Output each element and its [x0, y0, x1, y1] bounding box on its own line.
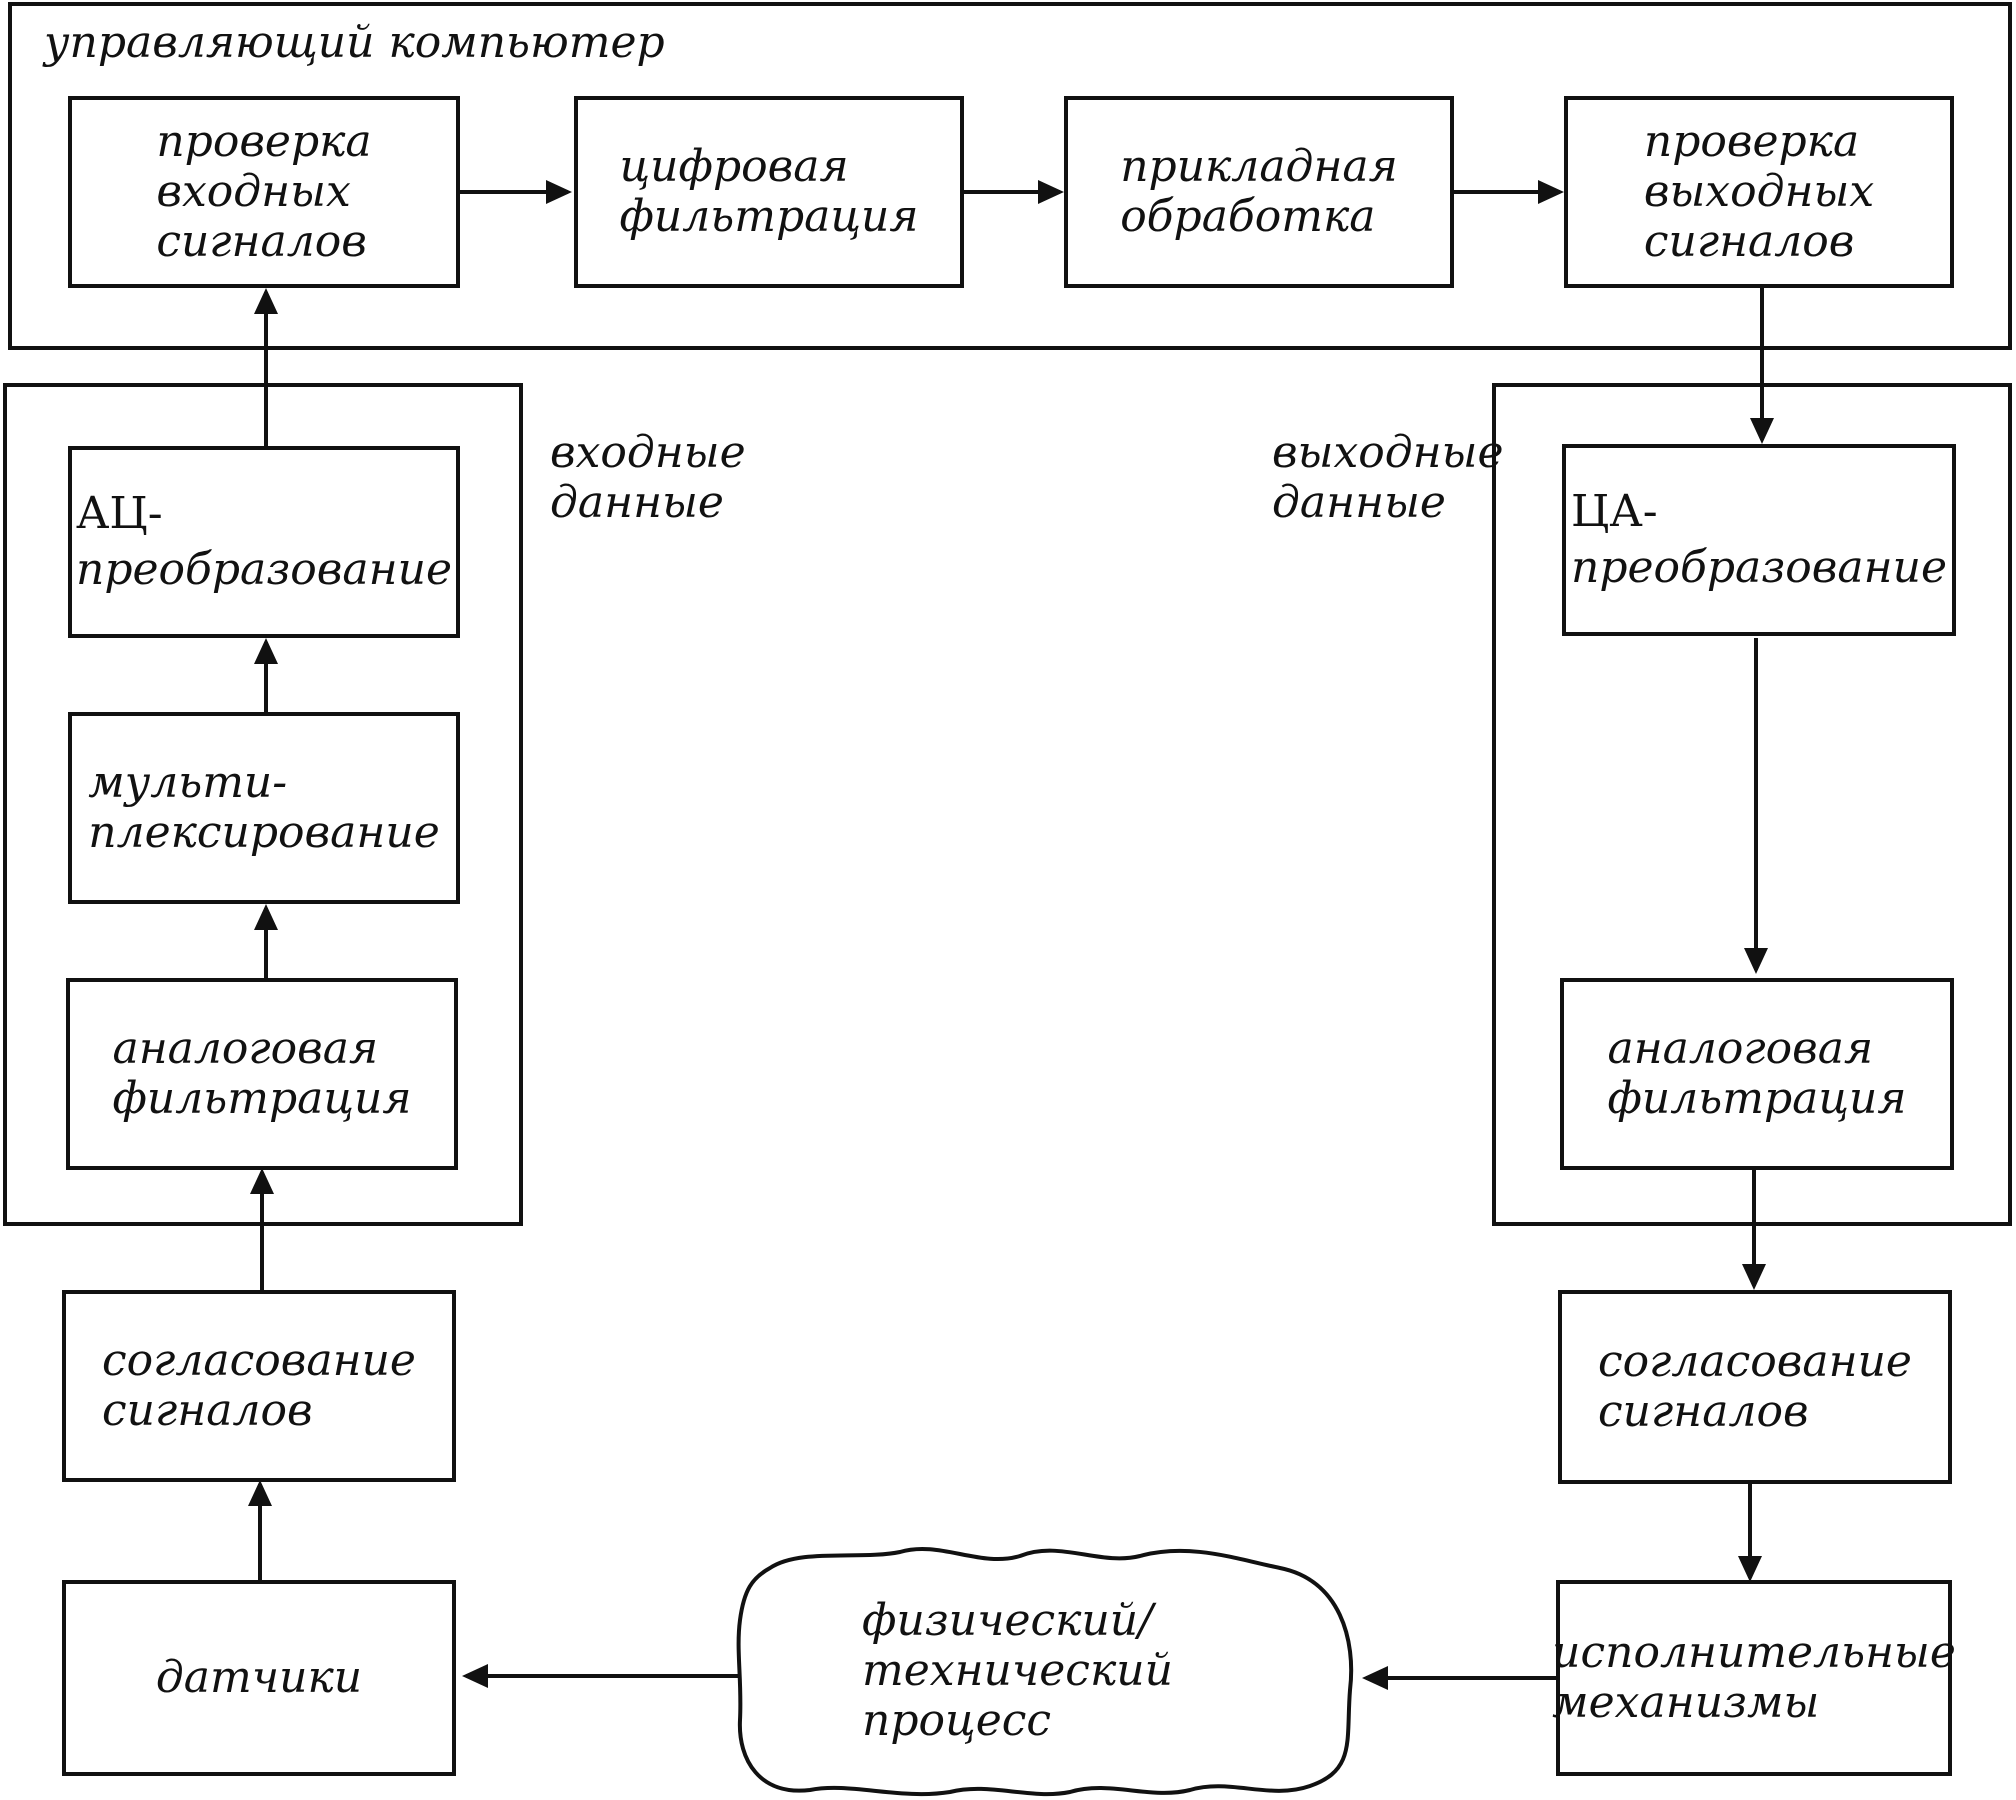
output-signal-conditioning-block: согласование сигналов [1558, 1290, 1952, 1484]
multiplexing-block: мульти- плексирование [68, 712, 460, 904]
adc-conversion-word: преобразование [76, 544, 452, 595]
application-processing-block: прикладная обработка [1064, 96, 1454, 288]
digital-filtering-block: цифровая фильтрация [574, 96, 964, 288]
output-signal-check-block: проверка выходных сигналов [1564, 96, 1954, 288]
output-signal-check-text: проверка выходных сигналов [1643, 116, 1875, 267]
input-analog-filtering-text: аналоговая фильтрация [112, 1023, 412, 1124]
control-computer-frame [8, 2, 2012, 350]
sensors-block: датчики [62, 1580, 456, 1776]
adc-conversion-block: АЦ- преобразование [68, 446, 460, 638]
input-analog-filtering-block: аналоговая фильтрация [66, 978, 458, 1170]
dac-conversion-word: преобразование [1571, 542, 1947, 593]
input-signal-check-block: проверка входных сигналов [68, 96, 460, 288]
actuators-text: исполнительные механизмы [1552, 1627, 1956, 1728]
digital-filtering-text: цифровая фильтрация [619, 141, 919, 242]
output-analog-filtering-block: аналоговая фильтрация [1560, 978, 1954, 1170]
multiplexing-text: мульти- плексирование [88, 757, 440, 858]
sensors-text: датчики [155, 1652, 363, 1703]
output-signal-conditioning-text: согласование сигналов [1598, 1336, 1912, 1437]
output-analog-filtering-text: аналоговая фильтрация [1607, 1023, 1907, 1124]
input-signal-check-text: проверка входных сигналов [156, 116, 372, 267]
input-data-label: входные данные [550, 427, 746, 528]
control-computer-label: управляющий компьютер [44, 17, 665, 68]
application-processing-text: прикладная обработка [1120, 141, 1398, 242]
physical-process-text: физический/ технический процесс [862, 1595, 1173, 1746]
dac-conversion-block: ЦА- преобразование [1562, 444, 1956, 636]
output-data-label: выходные данные [1272, 427, 1504, 528]
input-signal-conditioning-block: согласование сигналов [62, 1290, 456, 1482]
process-cloud-outline [736, 1546, 1354, 1797]
adc-conversion-text: АЦ- преобразование [76, 486, 452, 598]
dac-conversion-text: ЦА- преобразование [1571, 484, 1947, 596]
actuators-block: исполнительные механизмы [1552, 1580, 1956, 1776]
input-signal-conditioning-text: согласование сигналов [102, 1335, 416, 1436]
adc-prefix: АЦ- [76, 488, 163, 539]
dac-prefix: ЦА- [1571, 486, 1658, 537]
